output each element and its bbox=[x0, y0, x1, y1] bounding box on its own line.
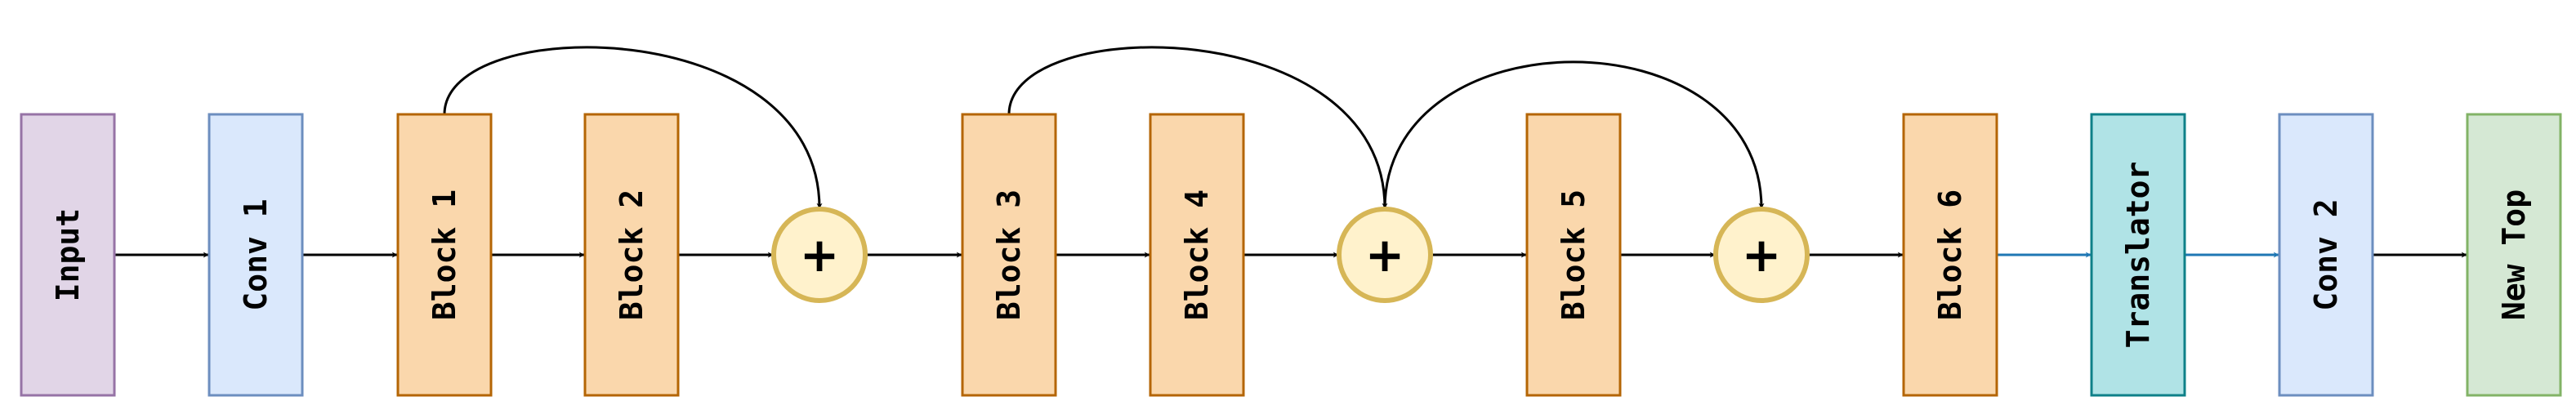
input-label: Input bbox=[50, 208, 86, 301]
node-conv2: Conv 2 bbox=[2278, 113, 2374, 397]
node-sum3: + bbox=[1713, 207, 1810, 303]
block6-label: Block 6 bbox=[1932, 189, 1968, 320]
block3-label: Block 3 bbox=[991, 189, 1027, 320]
skip-block1-sum1 bbox=[443, 46, 823, 209]
node-block3: Block 3 bbox=[961, 113, 1057, 397]
block6-box bbox=[1902, 113, 1998, 397]
node-block4: Block 4 bbox=[1149, 113, 1245, 397]
block1-label: Block 1 bbox=[426, 189, 462, 320]
translator-label: Translator bbox=[2120, 162, 2156, 349]
conv1-box bbox=[208, 113, 304, 397]
node-block6: Block 6 bbox=[1902, 113, 1998, 397]
newtop-label: New Top bbox=[2496, 189, 2532, 320]
sum1-circle bbox=[771, 207, 868, 303]
translator-box bbox=[2090, 113, 2186, 397]
newtop-box bbox=[2466, 113, 2562, 397]
node-sum2: + bbox=[1337, 207, 1433, 303]
sum3-plus-icon: + bbox=[1742, 227, 1782, 283]
block2-label: Block 2 bbox=[614, 189, 650, 320]
node-block1: Block 1 bbox=[396, 113, 493, 397]
sum2-circle bbox=[1337, 207, 1433, 303]
block1-box bbox=[396, 113, 493, 397]
block3-box bbox=[961, 113, 1057, 397]
input-box bbox=[20, 113, 116, 397]
sum1-plus-icon: + bbox=[800, 227, 840, 283]
node-translator: Translator bbox=[2090, 113, 2186, 397]
block5-box bbox=[1525, 113, 1622, 397]
node-sum1: + bbox=[771, 207, 868, 303]
sum3-circle bbox=[1713, 207, 1810, 303]
skip-block3-sum2 bbox=[1007, 46, 1388, 209]
conv2-box bbox=[2278, 113, 2374, 397]
conv1-label: Conv 1 bbox=[238, 198, 274, 310]
skip-sum2-sum3 bbox=[1383, 60, 1765, 210]
block4-label: Block 4 bbox=[1179, 189, 1215, 320]
sum2-plus-icon: + bbox=[1365, 227, 1405, 283]
node-block5: Block 5 bbox=[1525, 113, 1622, 397]
node-block2: Block 2 bbox=[583, 113, 680, 397]
node-conv1: Conv 1 bbox=[208, 113, 304, 397]
conv2-label: Conv 2 bbox=[2308, 198, 2344, 310]
node-input: Input bbox=[20, 113, 116, 397]
block2-box bbox=[583, 113, 680, 397]
node-newtop: New Top bbox=[2466, 113, 2562, 397]
block5-label: Block 5 bbox=[1556, 189, 1592, 320]
block4-box bbox=[1149, 113, 1245, 397]
